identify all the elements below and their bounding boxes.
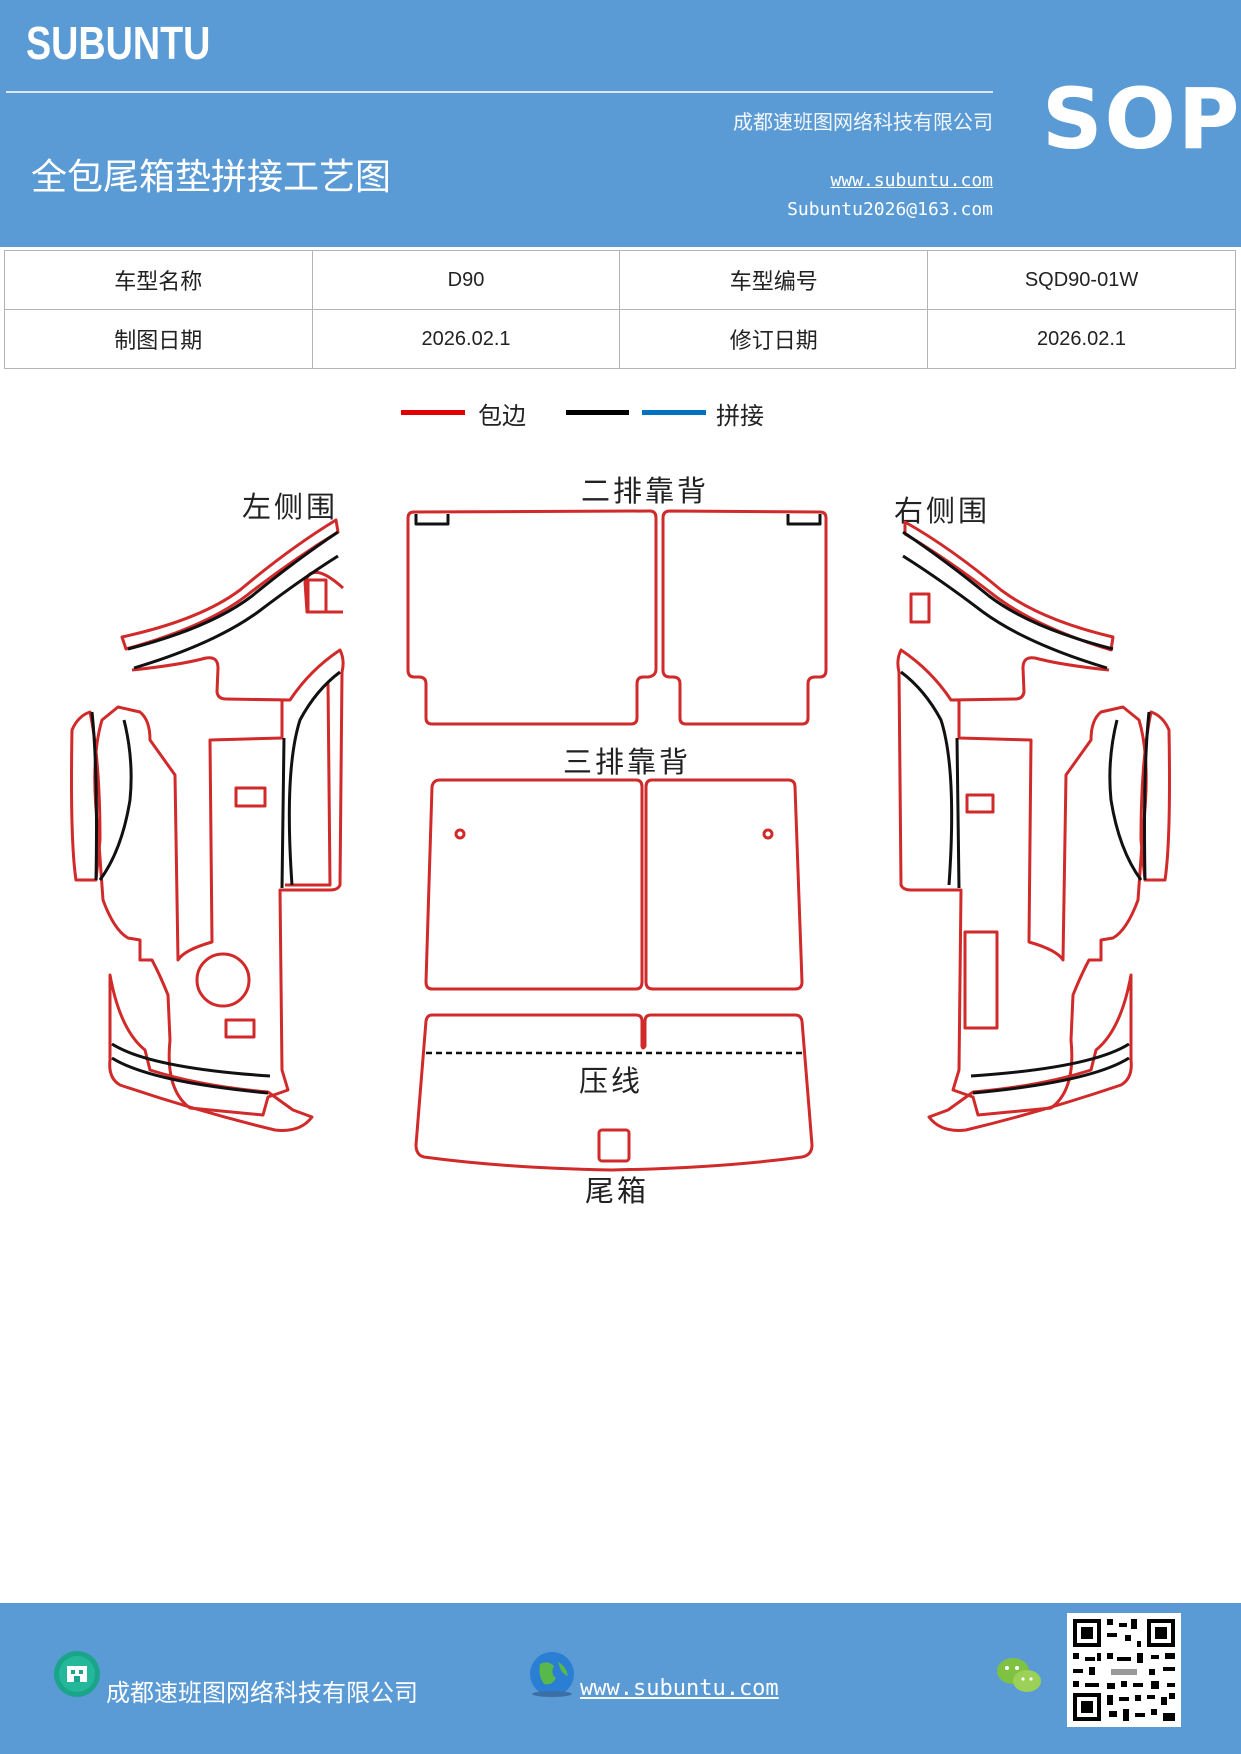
header-company: 成都速班图网络科技有限公司 [733, 110, 993, 134]
building-icon [54, 1651, 100, 1697]
right-side-long-cutout [963, 930, 999, 1030]
right-side-small-cutout-c [909, 592, 931, 624]
label-second-row: 二排靠背 [581, 474, 710, 508]
third-row-left-hole [454, 828, 466, 840]
left-side-lower-arc [108, 973, 314, 1132]
left-side-upper-body [93, 648, 345, 1117]
label-left-side: 左侧围 [242, 490, 339, 524]
trunk-floor-panel [414, 1013, 814, 1172]
label-trunk: 尾箱 [585, 1174, 650, 1208]
footer-website-link[interactable]: www.subuntu.com [580, 1676, 779, 1701]
right-side-rear-strip [1139, 710, 1171, 882]
left-side-small-cutout-a [234, 786, 267, 808]
left-side-seam-3 [280, 737, 286, 889]
left-side-seam-4 [287, 670, 341, 886]
left-side-round-cutout [195, 952, 251, 1008]
left-side-seam-1 [127, 530, 339, 651]
right-side-top-strip [903, 520, 1115, 652]
globe-icon [530, 1652, 574, 1697]
left-side-column [285, 681, 332, 887]
left-side-seam-6 [111, 1056, 269, 1095]
trunk-handle-cutout [597, 1128, 631, 1163]
draw-date-value: 2026.02.1 [311, 309, 621, 369]
legend-label-seam: 拼接 [716, 402, 764, 430]
right-side-small-cutout-a [965, 793, 995, 814]
left-side-pillar [303, 571, 345, 614]
left-side-seam-5 [111, 1042, 271, 1078]
label-right-side: 右侧围 [894, 494, 991, 528]
label-press-line: 压线 [579, 1064, 644, 1098]
revise-date-value: 2026.02.1 [927, 309, 1236, 369]
third-row-left-panel [424, 778, 644, 991]
right-side-seam-2 [902, 554, 1108, 670]
draw-date-label: 制图日期 [4, 309, 313, 369]
sop-badge: SOP [1042, 70, 1241, 168]
header-banner: SUBUNTU 成都速班图网络科技有限公司 全包尾箱垫拼接工艺图 www.sub… [0, 0, 1241, 247]
right-side-seam-5 [970, 1042, 1130, 1078]
right-side-seam-7 [1108, 719, 1143, 881]
model-name-label: 车型名称 [4, 250, 313, 310]
header-website-link[interactable]: www.subuntu.com [830, 170, 993, 191]
right-side-seam-6 [972, 1056, 1130, 1095]
third-row-right-hole [762, 828, 774, 840]
right-side-seam-1 [902, 530, 1114, 651]
left-side-seam-2 [133, 554, 339, 670]
legend: 包边 拼接 [0, 396, 1241, 436]
second-row-left-tab [414, 514, 450, 526]
footer-banner: 成都速班图网络科技有限公司 www.subuntu.com [0, 1603, 1241, 1754]
header-divider [6, 91, 993, 93]
legend-swatch-black [566, 410, 629, 415]
right-side-seam-3 [955, 737, 961, 889]
left-side-seam-8 [90, 711, 98, 881]
label-third-row: 三排靠背 [563, 745, 692, 779]
second-row-left-panel [406, 509, 658, 726]
model-code-value: SQD90-01W [927, 250, 1236, 310]
header-email[interactable]: Subuntu2026@163.com [787, 199, 993, 220]
table-row: 制图日期 2026.02.1 修订日期 2026.02.1 [4, 309, 1236, 369]
third-row-right-panel [644, 778, 804, 991]
second-row-right-panel [661, 509, 828, 726]
table-row: 车型名称 D90 车型编号 SQD90-01W [4, 250, 1236, 310]
legend-label-edge: 包边 [478, 402, 526, 430]
right-side-seam-8 [1143, 711, 1151, 881]
wechat-icon[interactable] [996, 1655, 1042, 1695]
qr-code-icon[interactable] [1067, 1613, 1181, 1727]
left-side-rear-strip [70, 710, 102, 882]
left-side-small-cutout-c [306, 578, 328, 614]
right-side-lower-arc [927, 973, 1133, 1132]
footer-company: 成都速班图网络科技有限公司 [106, 1679, 418, 1707]
legend-swatch-edge [401, 410, 465, 415]
model-code-label: 车型编号 [619, 250, 929, 310]
model-name-value: D90 [311, 250, 621, 310]
right-side-seam-4 [900, 670, 954, 886]
revise-date-label: 修订日期 [619, 309, 929, 369]
right-side-upper-body [896, 648, 1148, 1117]
model-info-table: 车型名称 D90 车型编号 SQD90-01W 制图日期 2026.02.1 修… [4, 250, 1236, 369]
second-row-right-tab [786, 514, 822, 526]
brand-logo: SUBUNTU [26, 17, 211, 69]
left-side-small-cutout-b [224, 1018, 256, 1039]
page-title: 全包尾箱垫拼接工艺图 [31, 157, 392, 198]
left-side-seam-7 [98, 719, 133, 881]
legend-swatch-seam [642, 410, 706, 415]
